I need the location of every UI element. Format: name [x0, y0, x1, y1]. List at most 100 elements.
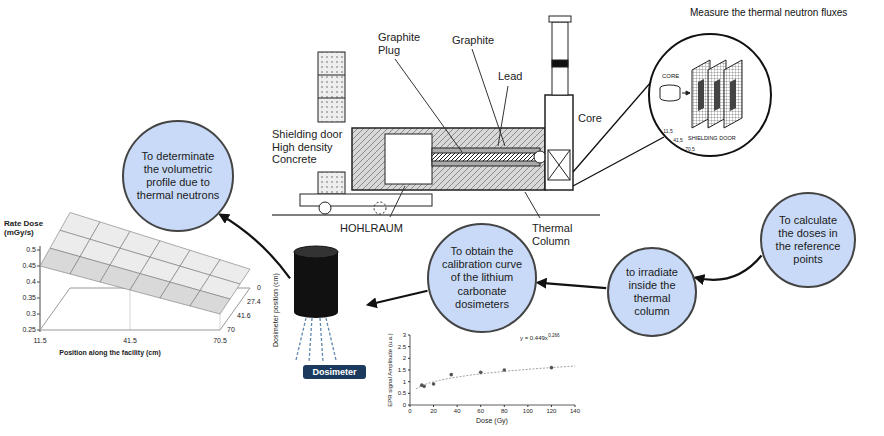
tick: [527, 405, 528, 407]
label: 41,5: [673, 138, 683, 144]
mesh-drop: [130, 290, 131, 330]
mesh-drop: [40, 266, 41, 330]
dosimeter-cylinder: [294, 246, 338, 362]
step-text: To determinate the volumetric profile du…: [137, 150, 220, 203]
label: 0.25: [22, 326, 36, 334]
label: 70: [227, 326, 235, 334]
label: 11.5: [33, 337, 46, 345]
label: 3: [403, 332, 406, 339]
mesh-drop: [220, 314, 221, 330]
zoom-circle: Measure the thermal neutron fluxesCORESH…: [648, 33, 772, 157]
label: 0.266: [548, 333, 559, 338]
label: 120: [546, 408, 556, 415]
data-point: [502, 368, 506, 372]
step-circle: To obtain the calibration curve of the l…: [427, 223, 537, 333]
label: 0.5: [398, 390, 406, 397]
zoom-detail: [660, 60, 742, 128]
step-text: To obtain the calibration curve of the l…: [442, 245, 523, 311]
label: 0: [408, 408, 411, 415]
label: Dose (Gy): [476, 417, 508, 425]
label: 40: [454, 408, 461, 415]
step-circle: To calculate the doses in the reference …: [760, 192, 856, 288]
tick: [433, 405, 434, 407]
label: 27.4: [247, 298, 261, 306]
data-point: [550, 366, 554, 370]
label: 0.45: [22, 262, 36, 270]
label: 0.35: [22, 294, 36, 302]
data-point: [449, 373, 453, 377]
label: EPR signal Amplitude (u.a.): [387, 333, 394, 406]
label: 0: [257, 284, 261, 292]
label: 0.4: [26, 278, 36, 286]
data-point: [479, 371, 483, 375]
tick: [408, 335, 410, 336]
label: 1.5: [398, 367, 406, 374]
label: y = 0.449x: [520, 335, 548, 342]
tick: [408, 393, 410, 394]
tick: [408, 381, 410, 382]
flow-arrow: [368, 291, 428, 305]
label: Core: [578, 112, 602, 125]
label: 2.5: [398, 343, 406, 350]
fit-curve: [416, 366, 575, 389]
label: 100: [523, 408, 533, 415]
surface-plot: [37, 212, 250, 332]
label: HOHLRAUM: [340, 222, 403, 235]
label: 0.3: [26, 310, 36, 318]
dosimeter-label: Dosimeter: [303, 365, 366, 379]
step-text: To calculate the doses in the reference …: [773, 214, 844, 267]
label: Rate Dose (mGy/s): [4, 219, 46, 237]
tick: [408, 346, 410, 347]
label: 20: [430, 408, 437, 415]
calibration-chart: [408, 335, 575, 407]
heading: Measure the thermal neutron fluxes: [690, 7, 847, 18]
part-label: CORE: [662, 73, 679, 79]
label: 2: [403, 355, 406, 362]
label: 0.5: [26, 246, 36, 254]
tick: [457, 405, 458, 407]
label: Shielding door High density Concrete: [272, 128, 348, 166]
circle-text: To obtain the calibration curve of the l…: [442, 245, 523, 311]
label: 140: [570, 408, 580, 415]
dosimeter: Dosimeter: [290, 245, 368, 383]
tick: [480, 405, 481, 407]
label: 0: [403, 402, 406, 409]
label: Thermal Column: [532, 222, 590, 247]
flow-arrow: [538, 283, 606, 289]
tick: [551, 405, 552, 407]
step-circle: To determinate the volumetric profile du…: [122, 120, 234, 232]
data-point: [422, 385, 426, 389]
mesh-cell: [190, 291, 230, 314]
tick: [408, 405, 410, 406]
reactor-drawing: [272, 16, 664, 218]
tick: [408, 358, 410, 359]
circle-text: to irradiate inside the thermal column: [619, 266, 686, 319]
tick: [504, 405, 505, 407]
label: 80: [501, 408, 508, 415]
circle-text: To calculate the doses in the reference …: [773, 214, 844, 267]
part-label: SHIELDING DOOR: [688, 135, 736, 141]
data-point: [432, 382, 436, 386]
label: 1: [403, 378, 406, 385]
label: 70.5: [213, 337, 227, 345]
label: Lead: [498, 70, 522, 83]
label: 11,5: [663, 129, 672, 135]
circle-text: To determinate the volumetric profile du…: [137, 150, 220, 203]
label: Graphite: [452, 34, 494, 47]
label: Graphite Plug: [378, 31, 433, 56]
step-text: to irradiate inside the thermal column: [619, 266, 686, 319]
label: 41.6: [237, 312, 251, 320]
step-circle: to irradiate inside the thermal column: [607, 247, 697, 337]
flow-arrow: [220, 215, 290, 279]
label: Position along the facility (cm): [59, 349, 161, 357]
tick: [575, 405, 576, 407]
label: 60: [477, 408, 484, 415]
flow-arrow: [696, 256, 762, 280]
tick: [408, 370, 410, 371]
label: 70,5: [685, 147, 695, 153]
label: 41.5: [123, 337, 137, 345]
